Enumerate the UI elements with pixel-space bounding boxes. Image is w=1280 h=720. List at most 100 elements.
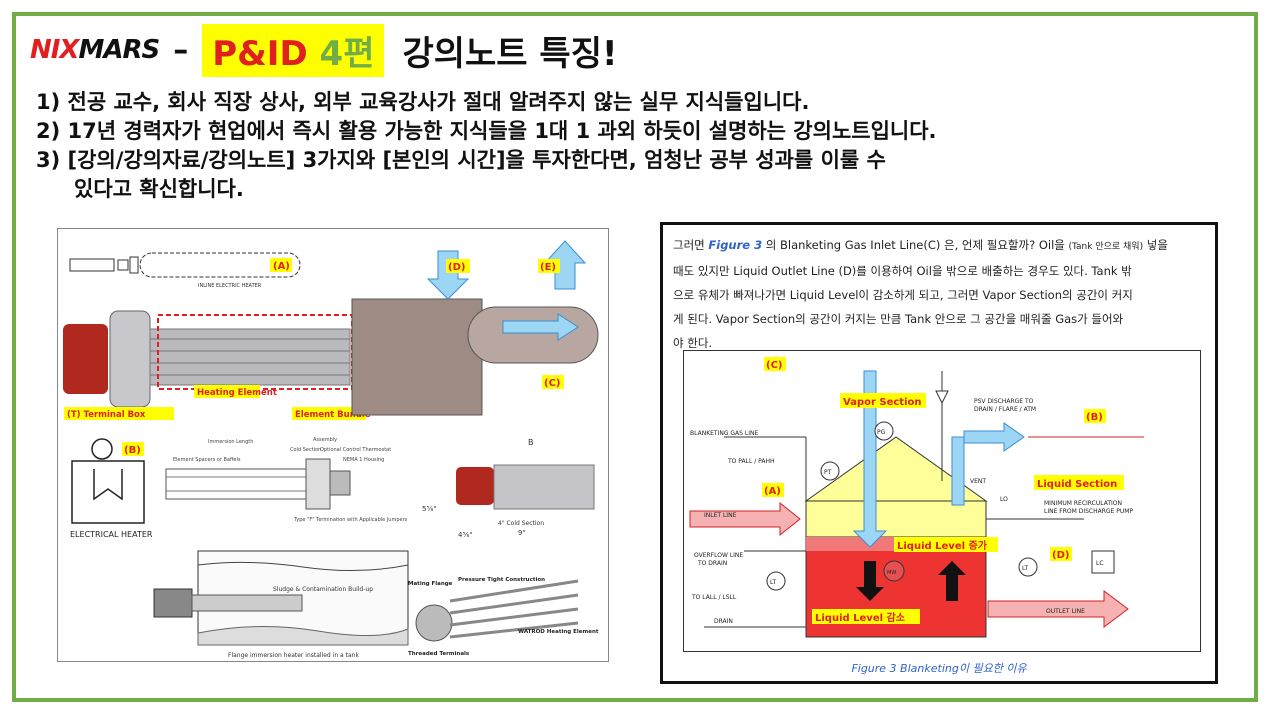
label-a-bg bbox=[270, 258, 292, 272]
para-1a: 그러면 bbox=[673, 238, 705, 252]
label-e-bg bbox=[538, 259, 560, 273]
heater-drawing bbox=[165, 468, 307, 500]
para-1b: 의 Blanketing Gas Inlet Line(C) 은, 언제 필요할… bbox=[765, 238, 1065, 252]
figure-reference: Figure 3 bbox=[708, 238, 763, 252]
liquid-up-bg bbox=[894, 537, 998, 552]
level-up-arrow bbox=[938, 561, 966, 601]
para-line-2: 때도 있지만 Liquid Outlet Line (D)를 이용하여 Oil을… bbox=[673, 264, 1132, 278]
watrod-element bbox=[449, 579, 579, 639]
figure-caption: Figure 3 Blanketing이 필요한 이유 bbox=[851, 662, 1027, 675]
drain-label: DRAIN bbox=[714, 618, 733, 625]
liquid-section-bg bbox=[1034, 475, 1124, 490]
feature-list: 1) 전공 교수, 회사 직장 상사, 외부 교육강사가 절대 알려주지 않는 … bbox=[36, 88, 1256, 204]
dim-4: 4⅝" bbox=[458, 531, 472, 539]
tank-diagram-svg: PT PG LT LT LC MW LO (C) (A) bbox=[689, 357, 1144, 638]
feature-item-3-cont: 있다고 확신합니다. bbox=[74, 177, 244, 201]
sludge-area bbox=[197, 625, 409, 646]
para-1c: (Tank 안으로 채워) bbox=[1068, 242, 1144, 252]
pressure-tight-label: Pressure Tight Construction bbox=[458, 577, 545, 583]
heater-tubes bbox=[149, 328, 351, 386]
label-c: (C) bbox=[544, 378, 560, 389]
mating-flange-label: Mating Flange bbox=[408, 581, 453, 587]
flange-tubes bbox=[493, 464, 595, 510]
tank-heater-element bbox=[191, 594, 303, 612]
a-label-bg bbox=[762, 483, 784, 497]
element-bundle-label-bg bbox=[292, 407, 366, 420]
psv-discharge-label-2: DRAIN / FLARE / ATM bbox=[974, 406, 1036, 413]
lo-label: LO bbox=[1000, 496, 1008, 503]
lc-controller bbox=[1091, 550, 1115, 574]
highlight-pid: P&ID bbox=[212, 33, 308, 74]
lt-instrument-right bbox=[1018, 557, 1038, 577]
inlet-arrow bbox=[689, 501, 801, 537]
flange-terminal-box bbox=[456, 467, 494, 505]
inlet-line-label: INLET LINE bbox=[704, 512, 737, 519]
level-down-arrow bbox=[856, 561, 884, 601]
outlet-arrow bbox=[987, 590, 1129, 628]
c-label-bg bbox=[764, 357, 786, 371]
explanation-paragraph: 그러면 Figure 3 의 Blanketing Gas Inlet Line… bbox=[673, 233, 1203, 355]
watrod-label: WATROD Heating Element bbox=[518, 629, 599, 635]
outlet-line-label: OUTLET LINE bbox=[1046, 608, 1085, 615]
liquid-down-label: Liquid Level 감소 bbox=[815, 612, 905, 624]
page-title: 강의노트 특징! bbox=[402, 33, 618, 74]
to-pall-label: TO PALL / PAHH bbox=[727, 458, 775, 465]
tank-flange-heater bbox=[153, 588, 193, 618]
inline-heater-joint bbox=[117, 259, 129, 271]
heater-figure: INLINE ELECTRIC HEATER (A) (T) Terminal … bbox=[57, 228, 609, 662]
electrical-heater-coil bbox=[93, 469, 123, 501]
nixmars-logo: NIXMARS bbox=[30, 35, 160, 65]
para-1d: 넣을 bbox=[1146, 238, 1168, 252]
flange-caption: Flange immersion heater installed in a t… bbox=[228, 652, 359, 659]
heater-illustration: INLINE ELECTRIC HEATER (A) (T) Terminal … bbox=[63, 240, 599, 659]
title-dash: – bbox=[173, 32, 189, 68]
inline-heater-body bbox=[139, 252, 301, 278]
logo-mars: MARS bbox=[78, 35, 160, 65]
para-line-1: 그러면 Figure 3 의 Blanketing Gas Inlet Line… bbox=[673, 233, 1203, 259]
pt-label: PT bbox=[824, 469, 832, 476]
vapor-section-label: Vapor Section bbox=[843, 397, 922, 408]
feature-item-2: 2) 17년 경력자가 현업에서 즉시 활용 가능한 지식들을 1대 1 과외 … bbox=[36, 119, 937, 143]
label-d: (D) bbox=[448, 262, 465, 273]
label-d-bg bbox=[446, 259, 470, 273]
heater-flange bbox=[109, 310, 151, 408]
vapor-section-area bbox=[805, 500, 987, 538]
highlight-badge: P&ID 4편 bbox=[202, 23, 385, 77]
label-e: (E) bbox=[540, 262, 556, 273]
flow-arrow bbox=[502, 313, 579, 341]
a-label: (A) bbox=[764, 486, 781, 497]
electrical-heater-box bbox=[71, 460, 145, 524]
mw-label: MW bbox=[887, 570, 896, 576]
d-label: (D) bbox=[1052, 550, 1069, 561]
heating-element-label-bg bbox=[194, 385, 260, 398]
element-spacers-label: Element Spacers or Baffels bbox=[173, 457, 241, 463]
cold-section-label: Cold Section bbox=[290, 447, 321, 453]
type-f-label: Type "F" Termination with Applicable Jum… bbox=[293, 517, 408, 523]
liquid-section-label: Liquid Section bbox=[1037, 479, 1117, 490]
element-bundle-label: Element Bundle bbox=[295, 410, 371, 420]
overflow-label-1: OVERFLOW LINE bbox=[694, 552, 743, 559]
lt-instrument-left bbox=[766, 571, 786, 591]
optional-thermostat-label: Optional Control Thermostat bbox=[320, 447, 391, 453]
heating-element-label: Heating Element bbox=[197, 388, 277, 398]
terminal-box-label: (T) Terminal Box bbox=[67, 410, 146, 420]
min-recirc-label-1: MINIMUM RECIRCULATION bbox=[1044, 500, 1122, 507]
blanketing-gas-line-label: BLANKETING GAS LINE bbox=[690, 430, 758, 437]
c-label: (C) bbox=[766, 360, 782, 371]
pg-instrument bbox=[874, 421, 894, 441]
assembly-label: Assembly bbox=[313, 437, 337, 443]
label-b-bg bbox=[122, 442, 144, 456]
overflow-label-2: TO DRAIN bbox=[697, 560, 727, 567]
lc-label: LC bbox=[1096, 560, 1104, 567]
sludge-label: Sludge & Contamination Build-up bbox=[273, 586, 373, 593]
drawing-flange bbox=[305, 458, 331, 510]
label-c-bg bbox=[542, 375, 564, 389]
psv-valve bbox=[935, 390, 949, 405]
tank-liquid-surface bbox=[197, 561, 409, 572]
nema1-label: NEMA 1 Housing bbox=[343, 457, 384, 463]
inline-heater-box bbox=[69, 258, 115, 272]
blanketing-figure: 그러면 Figure 3 의 Blanketing Gas Inlet Line… bbox=[660, 222, 1218, 684]
inlet-arrow-d bbox=[426, 250, 470, 300]
logo-nix: NIX bbox=[30, 35, 79, 65]
para-line-3: 으로 유체가 빠져나가면 Liquid Level이 감소하게 되고, 그러면 … bbox=[673, 288, 1133, 302]
